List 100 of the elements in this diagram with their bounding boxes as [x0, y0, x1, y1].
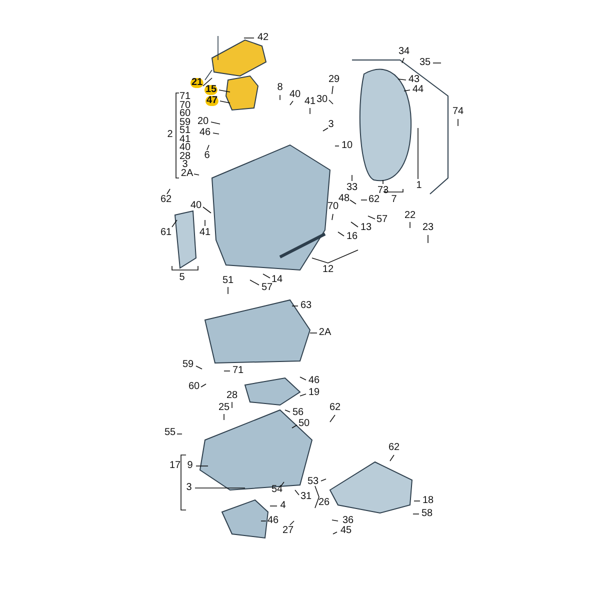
leader-line: [332, 214, 334, 220]
callout-number: 16: [345, 232, 359, 242]
leader-line: [294, 490, 300, 496]
callout-number: 9: [186, 461, 194, 471]
leader-line: [332, 86, 334, 94]
callout-number: 56: [291, 408, 305, 418]
callout-number: 45: [339, 526, 353, 536]
callout-number: 46: [307, 376, 321, 386]
callout-number: 62: [328, 403, 342, 413]
leader-line: [218, 90, 230, 92]
callout-number: 40: [178, 143, 192, 153]
callout-number: 2: [166, 130, 174, 140]
leader-line: [350, 222, 358, 228]
callout-number: 62: [367, 195, 381, 205]
leader-line: [404, 90, 410, 92]
callout-number: 2A: [318, 328, 332, 338]
leader-line: [224, 370, 230, 372]
leader-line: [382, 180, 384, 184]
callout-number: 15: [204, 85, 218, 95]
callout-number: 46: [266, 516, 280, 526]
callout-number: 70: [178, 100, 192, 110]
callout-number: 28: [178, 152, 192, 162]
callout-number: 53: [306, 477, 320, 487]
callout-number: 42: [256, 33, 270, 43]
callout-number: 40: [288, 90, 302, 100]
leader-line: [310, 332, 318, 334]
callout-number: 51: [178, 126, 192, 136]
callout-number: 13: [359, 223, 373, 233]
leader-line: [204, 220, 206, 226]
callout-number: 20: [196, 117, 210, 127]
callout-number: 47: [205, 96, 219, 106]
callout-number: 41: [178, 134, 192, 144]
callout-number: 3: [182, 160, 188, 170]
leader-line: [206, 144, 210, 150]
callout-number: 7: [390, 195, 398, 205]
callout-number: 41: [303, 97, 317, 107]
leader-line: [280, 482, 284, 486]
leader-line: [202, 206, 212, 214]
leader-line: [194, 174, 200, 176]
callout-number: 10: [340, 141, 354, 151]
callout-number: 34: [397, 47, 411, 57]
callout-number: 2A: [180, 169, 194, 179]
leader-line: [172, 220, 178, 228]
callout-number: 59: [178, 118, 192, 128]
callout-number: 26: [317, 498, 331, 508]
callout-number: 3: [327, 120, 335, 130]
leader-line: [398, 78, 406, 80]
callout-number: 3: [185, 483, 193, 493]
callout-number: 73: [376, 186, 390, 196]
callout-number: 22: [403, 211, 417, 221]
leader-line: [196, 366, 202, 370]
leader-line: [402, 58, 404, 64]
leader-line: [338, 232, 344, 236]
leader-line: [200, 384, 206, 388]
callout-number: 21: [190, 78, 204, 88]
callout-number: 55: [163, 428, 177, 438]
callout-number: 23: [421, 223, 435, 233]
callout-number: 25: [217, 403, 231, 413]
callout-number: 17: [168, 461, 182, 471]
leader-line: [328, 100, 334, 104]
leader-line: [300, 376, 306, 380]
leader-line: [290, 100, 294, 106]
callout-number: 50: [297, 419, 311, 429]
leader-line: [210, 122, 220, 124]
callout-number: 44: [411, 85, 425, 95]
callout-number: 54: [270, 485, 284, 495]
callout-number: 60: [187, 382, 201, 392]
leader-line: [166, 188, 170, 194]
callout-number: 70: [326, 202, 340, 212]
callout-number: 1: [415, 181, 423, 191]
callout-number: 19: [307, 388, 321, 398]
leader-line: [368, 216, 376, 220]
callout-number: 61: [159, 228, 173, 238]
callout-number: 6: [203, 151, 211, 161]
leader-line: [322, 128, 328, 132]
callout-number: 30: [315, 95, 329, 105]
callout-number: 36: [341, 516, 355, 526]
leader-line: [212, 132, 220, 134]
callout-number: 5: [178, 273, 186, 283]
callout-number: 33: [345, 183, 359, 193]
leader-line: [250, 280, 260, 286]
leader-line: [332, 520, 338, 522]
leader-line: [414, 500, 420, 502]
callout-number: 71: [178, 92, 192, 102]
callout-number: 12: [321, 265, 335, 275]
callout-number: 71: [231, 366, 245, 376]
callout-number: 31: [299, 492, 313, 502]
leader-line: [290, 520, 294, 526]
callout-number: 51: [221, 276, 235, 286]
callout-number: 40: [189, 201, 203, 211]
leader-line: [262, 274, 270, 278]
leader-line: [332, 532, 338, 534]
callout-number: 8: [276, 83, 284, 93]
leader-line: [330, 414, 336, 422]
callout-number: 62: [387, 443, 401, 453]
callout-number: 29: [327, 75, 341, 85]
callout-number: 35: [418, 58, 432, 68]
callout-number: 27: [281, 526, 295, 536]
callout-number: 18: [421, 496, 435, 506]
leader-line: [260, 520, 266, 522]
